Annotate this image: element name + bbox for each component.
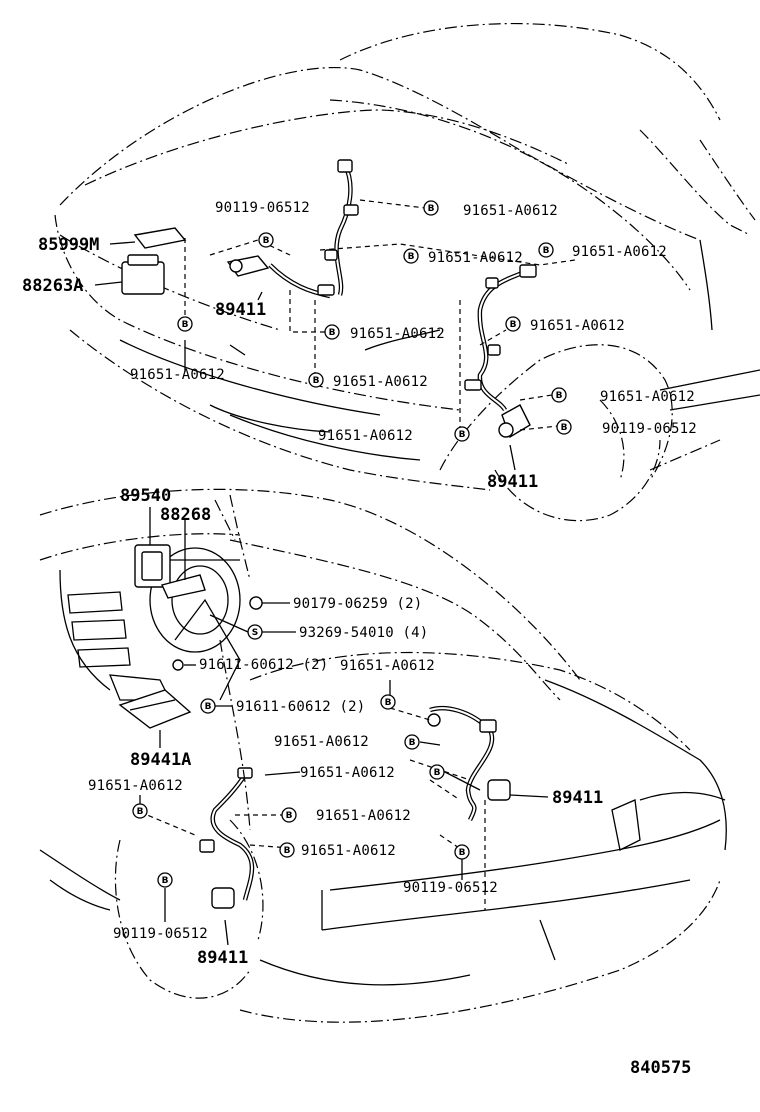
bolt-symbol: B	[279, 842, 295, 858]
label-91651-c4: 91651-A0612	[333, 374, 428, 390]
label-91651-l3: 91651-A0612	[316, 808, 411, 824]
bolt-symbol: B	[324, 324, 340, 340]
rear-vehicle-outline	[39, 488, 727, 1023]
bolt-symbol: B	[505, 316, 521, 332]
label-89411-rear-left: 89411	[197, 948, 248, 968]
bolt-symbol: B	[281, 807, 297, 823]
label-89411-rear-right: 89411	[552, 788, 603, 808]
rear-bolt-symbols: S B B B B B B B B B	[132, 596, 470, 888]
bolt-symbol: B	[258, 232, 274, 248]
svg-text:B: B	[428, 204, 435, 214]
label-91651-r2: 91651-A0612	[530, 318, 625, 334]
svg-text:B: B	[408, 252, 415, 262]
svg-text:B: B	[543, 246, 550, 256]
svg-text:B: B	[263, 236, 270, 246]
label-90119-top: 90119-06512	[215, 200, 310, 216]
label-91651-left: 91651-A0612	[130, 367, 225, 383]
screw-symbol: S	[247, 624, 263, 640]
rear-part-labels: 89540 88268 90179-06259 (2) 93269-54010 …	[88, 486, 603, 968]
label-91651-r4: 91651-A0612	[318, 428, 413, 444]
bolt-symbol: B	[454, 426, 470, 442]
svg-text:B: B	[459, 848, 466, 858]
svg-text:S: S	[252, 628, 258, 638]
svg-text:B: B	[409, 738, 416, 748]
front-leader-lines	[94, 199, 576, 471]
label-93269: 93269-54010 (4)	[299, 625, 428, 641]
front-wire-harness	[121, 159, 537, 439]
bolt-symbol: B	[157, 872, 173, 888]
svg-text:B: B	[329, 328, 336, 338]
label-91651-rc: 91651-A0612	[340, 658, 435, 674]
drawing-number: 840575	[630, 1058, 691, 1078]
bolt-symbol: B	[454, 844, 470, 860]
svg-text:B: B	[182, 320, 189, 330]
svg-text:B: B	[434, 768, 441, 778]
label-90179: 90179-06259 (2)	[293, 596, 422, 612]
label-90119-right: 90119-06512	[602, 421, 697, 437]
label-89411-front-left: 89411	[215, 300, 266, 320]
label-90119-rear-left: 90119-06512	[113, 926, 208, 942]
label-91651-l2: 91651-A0612	[88, 778, 183, 794]
svg-text:B: B	[162, 876, 169, 886]
svg-text:B: B	[556, 391, 563, 401]
bolt-symbol: B	[132, 803, 148, 819]
svg-text:B: B	[313, 376, 320, 386]
bolt-symbol: B	[200, 698, 216, 714]
bolt-symbol: B	[551, 387, 567, 403]
svg-text:B: B	[205, 702, 212, 712]
bolt-symbol: B	[538, 242, 554, 258]
label-91651-c1: 91651-A0612	[463, 203, 558, 219]
bolt-symbol: B	[423, 200, 439, 216]
bolt-symbol: B	[308, 372, 324, 388]
label-89540: 89540	[120, 486, 171, 506]
bolt-symbol: B	[380, 694, 396, 710]
label-91651-l1: 91651-A0612	[300, 765, 395, 781]
svg-text:B: B	[510, 320, 517, 330]
label-91651-rm: 91651-A0612	[274, 734, 369, 750]
label-90119-rear-right: 90119-06512	[403, 880, 498, 896]
bolt-symbol: B	[403, 248, 419, 264]
label-91651-c2: 91651-A0612	[428, 250, 523, 266]
svg-text:B: B	[459, 430, 466, 440]
svg-text:B: B	[561, 423, 568, 433]
svg-text:B: B	[284, 846, 291, 856]
label-89441a: 89441A	[130, 750, 191, 770]
svg-text:B: B	[385, 698, 392, 708]
nut-symbol	[249, 596, 263, 610]
label-91611-a: 91611-60612 (2)	[199, 657, 328, 673]
svg-text:B: B	[137, 807, 144, 817]
bolt-symbol: B	[556, 419, 572, 435]
bolt-symbol: B	[177, 316, 193, 332]
front-bolt-symbols: B B B B B B B B B B B	[177, 200, 572, 442]
front-part-labels: 85999M 88263A 90119-06512 89411 91651-A0…	[22, 200, 697, 492]
svg-text:B: B	[286, 811, 293, 821]
label-88268: 88268	[160, 505, 211, 525]
label-91611-b: 91611-60612 (2)	[236, 699, 365, 715]
label-88263a: 88263A	[22, 276, 83, 296]
label-91651-c3: 91651-A0612	[350, 326, 445, 342]
label-85999m: 85999M	[38, 235, 99, 255]
label-91651-r3: 91651-A0612	[600, 389, 695, 405]
label-89411-front-right: 89411	[487, 472, 538, 492]
label-91651-l4: 91651-A0612	[301, 843, 396, 859]
bolt-symbol: B	[404, 734, 420, 750]
label-91651-r1: 91651-A0612	[572, 244, 667, 260]
bolt-symbol: B	[429, 764, 445, 780]
